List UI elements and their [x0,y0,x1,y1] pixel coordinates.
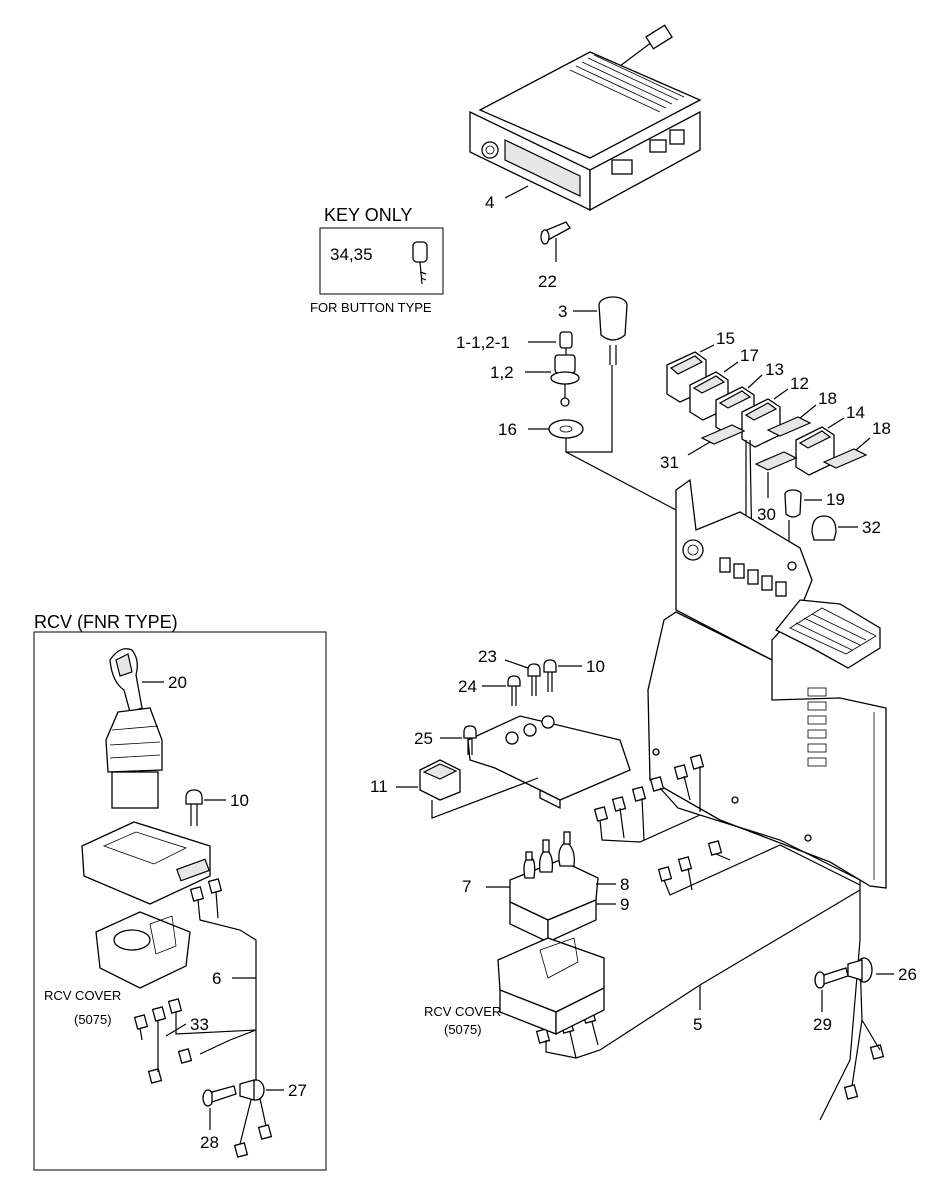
callout-30: 30 [757,505,776,524]
leader-4 [504,185,529,199]
plate-30 [754,451,798,471]
plate-18b [822,448,868,469]
callout-17: 17 [740,346,759,365]
bolt-24 [507,675,521,706]
callout-18b: 18 [872,419,891,438]
callout-1-2: 1,2 [490,363,514,382]
box-callout-10: 10 [230,791,249,810]
box-cover-code: (5075) [74,1012,112,1027]
key-box-caption: FOR BUTTON TYPE [310,300,432,315]
callout-26: 26 [898,965,917,984]
rcv-cover-main [497,937,605,1036]
callout-19: 19 [826,490,845,509]
bolt-29 [814,967,849,989]
callout-1-1: 1-1,2-1 [456,333,510,352]
ignition-cylinder [550,354,580,407]
fnr-housing [81,821,211,905]
callout-31: 31 [660,453,679,472]
callout-8: 8 [620,875,629,894]
callout-11: 11 [370,777,388,796]
callout-14: 14 [846,403,865,422]
key-box-label: 34,35 [330,245,373,264]
callout-3: 3 [558,302,567,321]
bolt-25 [463,725,477,755]
switch-11 [419,759,461,801]
dash-panel [647,478,887,889]
callout-7: 7 [462,877,471,896]
socket-19 [784,489,802,518]
rcv-cover-box [95,911,191,989]
callout-23: 23 [478,647,497,666]
screw-22 [540,221,571,245]
bolt-23 [527,663,541,696]
key-1-1 [559,331,573,356]
bolt-10 [543,659,557,692]
callout-29: 29 [813,1015,832,1034]
callout-32: 32 [862,518,881,537]
push-button-3 [598,296,628,365]
rcv-fnr-box [33,631,327,1171]
switch-panel-11 [467,715,631,810]
radio-unit [469,24,702,212]
callout-24: 24 [458,677,477,696]
box-bolt-10 [185,789,203,826]
box-callout-20: 20 [168,673,187,692]
grommet-26 [847,957,873,983]
joystick-valve-7-8-9 [509,831,599,944]
key-only-box [319,227,444,295]
harness-wire-5 [545,766,881,1121]
callout-15: 15 [716,329,735,348]
main-cover-label: RCV COVER [424,1004,501,1019]
callout-18a: 18 [818,389,837,408]
callout-5: 5 [693,1015,702,1034]
fnr-lever-20 [105,648,163,809]
callout-25: 25 [414,729,433,748]
rcv-box-title: RCV (FNR TYPE) [34,612,178,632]
radio-vents [569,54,685,113]
cap-32 [811,515,837,541]
box-grommet-27 [239,1079,265,1101]
box-callout-27: 27 [288,1081,307,1100]
callout-10: 10 [586,657,605,676]
bezel-ring-16 [548,419,584,439]
callout-22: 22 [538,272,557,291]
key-icon [412,241,428,285]
box-cover-label: RCV COVER [44,988,121,1003]
box-harness [133,878,273,1158]
box-callout-33: 33 [190,1015,209,1034]
box-callout-28: 28 [200,1133,219,1152]
callout-9: 9 [620,895,629,914]
box-callout-6: 6 [212,969,221,988]
main-cover-code: (5075) [444,1022,482,1037]
plate-18a [766,416,812,437]
callout-16: 16 [498,420,517,439]
callout-4: 4 [485,193,494,212]
switch-14 [795,426,835,476]
box-bolt-28 [202,1085,237,1107]
callout-12: 12 [790,374,809,393]
callout-13: 13 [765,360,784,379]
key-only-title: KEY ONLY [324,205,412,225]
